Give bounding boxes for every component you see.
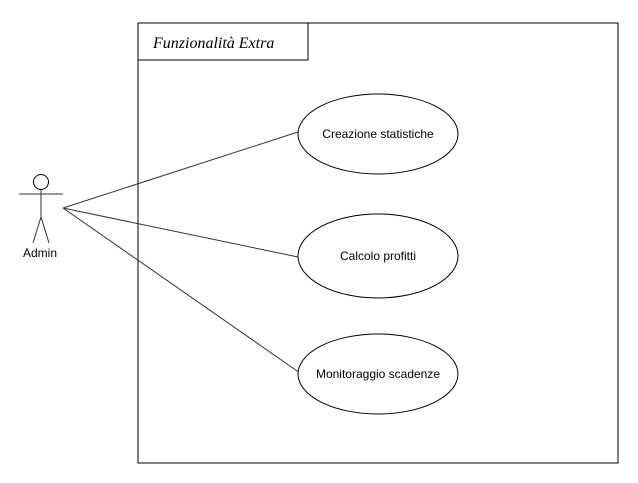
actor-admin: Admin	[19, 174, 63, 260]
use-case-ellipse	[297, 93, 459, 175]
actor-label: Admin	[23, 246, 57, 260]
use-case-calcolo-profitti: Calcolo profitti	[297, 213, 459, 299]
actor-head	[33, 174, 49, 190]
system-title-box	[137, 22, 309, 61]
actor-right-leg	[40, 216, 50, 244]
association-line-creazione-statistiche	[62, 131, 299, 209]
use-case-creazione-statistiche: Creazione statistiche	[297, 93, 459, 175]
use-case-label: Monitoraggio scadenze	[316, 367, 440, 381]
use-case-ellipse	[297, 333, 459, 415]
association-line-monitoraggio-scadenze	[62, 207, 301, 374]
system-title: Funzionalità Extra	[152, 35, 274, 52]
use-case-label: Calcolo profitti	[340, 249, 416, 263]
use-case-label: Creazione statistiche	[322, 127, 434, 141]
use-case-ellipse	[297, 213, 459, 299]
use-case-monitoraggio-scadenze: Monitoraggio scadenze	[297, 333, 459, 415]
actor-left-leg	[32, 216, 42, 244]
association-line-calcolo-profitti	[62, 207, 299, 258]
